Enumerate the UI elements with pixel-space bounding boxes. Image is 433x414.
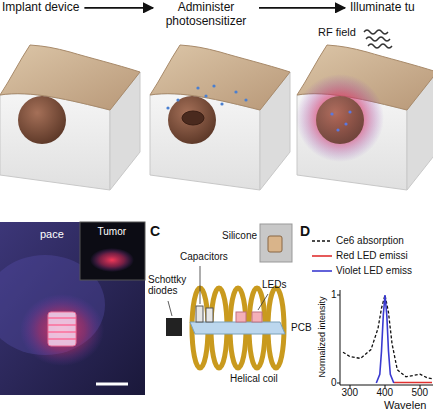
glowing-device	[48, 312, 76, 346]
figure-part	[48, 338, 76, 339]
figure-part	[364, 30, 388, 34]
photosensitizer-dots	[330, 110, 351, 131]
legend-line	[312, 270, 332, 272]
tumor-glow	[90, 248, 134, 272]
schottky-diode	[166, 318, 182, 336]
tumor	[18, 96, 66, 144]
figure-part	[234, 90, 237, 93]
part-label: Helical coil	[230, 373, 278, 384]
part-label: RF field	[318, 26, 356, 38]
pcb-board	[190, 322, 285, 334]
figure-part	[344, 122, 347, 125]
figure-part	[330, 112, 333, 115]
capacitor	[206, 308, 213, 322]
part-label: Schottky diodes	[148, 274, 192, 296]
tick-label: 400	[377, 387, 394, 398]
violet-led-curve	[376, 295, 394, 383]
tick-label: 500	[412, 387, 429, 398]
figure-part	[337, 295, 340, 296]
figure-part	[196, 86, 199, 89]
figure-part	[48, 317, 76, 318]
led	[252, 312, 262, 322]
part-label: PCB	[291, 322, 312, 333]
heading-text: Implant device	[2, 1, 79, 15]
legend-line	[312, 240, 332, 242]
legend-item: Red LED emissi	[312, 250, 408, 262]
encapsulated-device	[268, 236, 282, 252]
figure-part	[348, 110, 351, 113]
axis-title: Normalized intensity	[317, 296, 327, 377]
figure-part	[176, 98, 179, 101]
tissue-block	[297, 45, 433, 190]
step-heading: Administer photosensitizer	[158, 1, 254, 29]
chart-axes	[337, 290, 433, 388]
flow-arrow	[259, 7, 345, 9]
light-glow	[296, 74, 384, 162]
figure-part	[366, 37, 390, 41]
figure-part	[244, 98, 247, 101]
tissue-block	[0, 45, 140, 190]
figure-part	[168, 301, 172, 316]
figure-part	[48, 324, 76, 325]
legend-item: Ce6 absorption	[312, 235, 404, 247]
legend-text: Violet LED emiss	[336, 265, 412, 277]
figure-part	[200, 266, 201, 304]
figure-part	[340, 290, 341, 385]
tumor	[168, 96, 216, 144]
part-label: Capacitors	[180, 251, 228, 262]
figure-part	[340, 385, 433, 386]
photosensitizer-dots	[166, 84, 247, 109]
part-label: Silicone	[222, 230, 257, 241]
legend-text: Ce6 absorption	[336, 235, 404, 247]
legend-line	[312, 255, 332, 257]
red-led-curve	[394, 382, 432, 384]
tick-label: 1	[331, 289, 337, 300]
heading-text: Illuminate tu	[350, 1, 415, 15]
panel-letter: C	[150, 224, 160, 239]
tissue-block	[150, 45, 290, 190]
legend-item: Violet LED emiss	[312, 265, 412, 277]
figure-part	[204, 94, 207, 97]
tick-label: 0	[331, 377, 337, 388]
device-coil-lines	[48, 318, 76, 339]
silicone-photo	[260, 224, 292, 262]
figure-part	[337, 383, 340, 384]
capacitor	[196, 306, 203, 322]
figure-part	[212, 84, 215, 87]
scale-bar	[96, 383, 128, 386]
figure-part	[166, 106, 169, 109]
tumor-inset	[80, 222, 145, 280]
figure-part	[368, 44, 392, 48]
heading-text: Administer photosensitizer	[158, 1, 254, 29]
panel-letter: D	[300, 224, 310, 239]
part-label: LEDs	[262, 279, 286, 290]
legend-swatch	[312, 236, 332, 246]
legend-text: Red LED emissi	[336, 250, 408, 262]
step-heading: Illuminate tu	[350, 1, 415, 15]
figure-part	[336, 128, 339, 131]
led	[236, 312, 246, 322]
figure-part	[48, 331, 76, 332]
figure-part	[220, 102, 223, 105]
legend-swatch	[312, 266, 332, 276]
rf-waves	[364, 30, 392, 48]
tick-label: 300	[342, 387, 359, 398]
step-heading: Implant device	[2, 1, 79, 15]
device-glow	[20, 294, 104, 366]
leader-lines	[168, 266, 268, 316]
legend-swatch	[312, 251, 332, 261]
part-label: pace	[40, 228, 64, 240]
flow-arrow	[84, 7, 153, 9]
implanted-device	[182, 111, 204, 125]
part-label: Wavelen	[384, 399, 426, 411]
part-label: Tumor	[98, 226, 127, 237]
tumor	[316, 96, 364, 144]
figure-part	[258, 294, 268, 310]
